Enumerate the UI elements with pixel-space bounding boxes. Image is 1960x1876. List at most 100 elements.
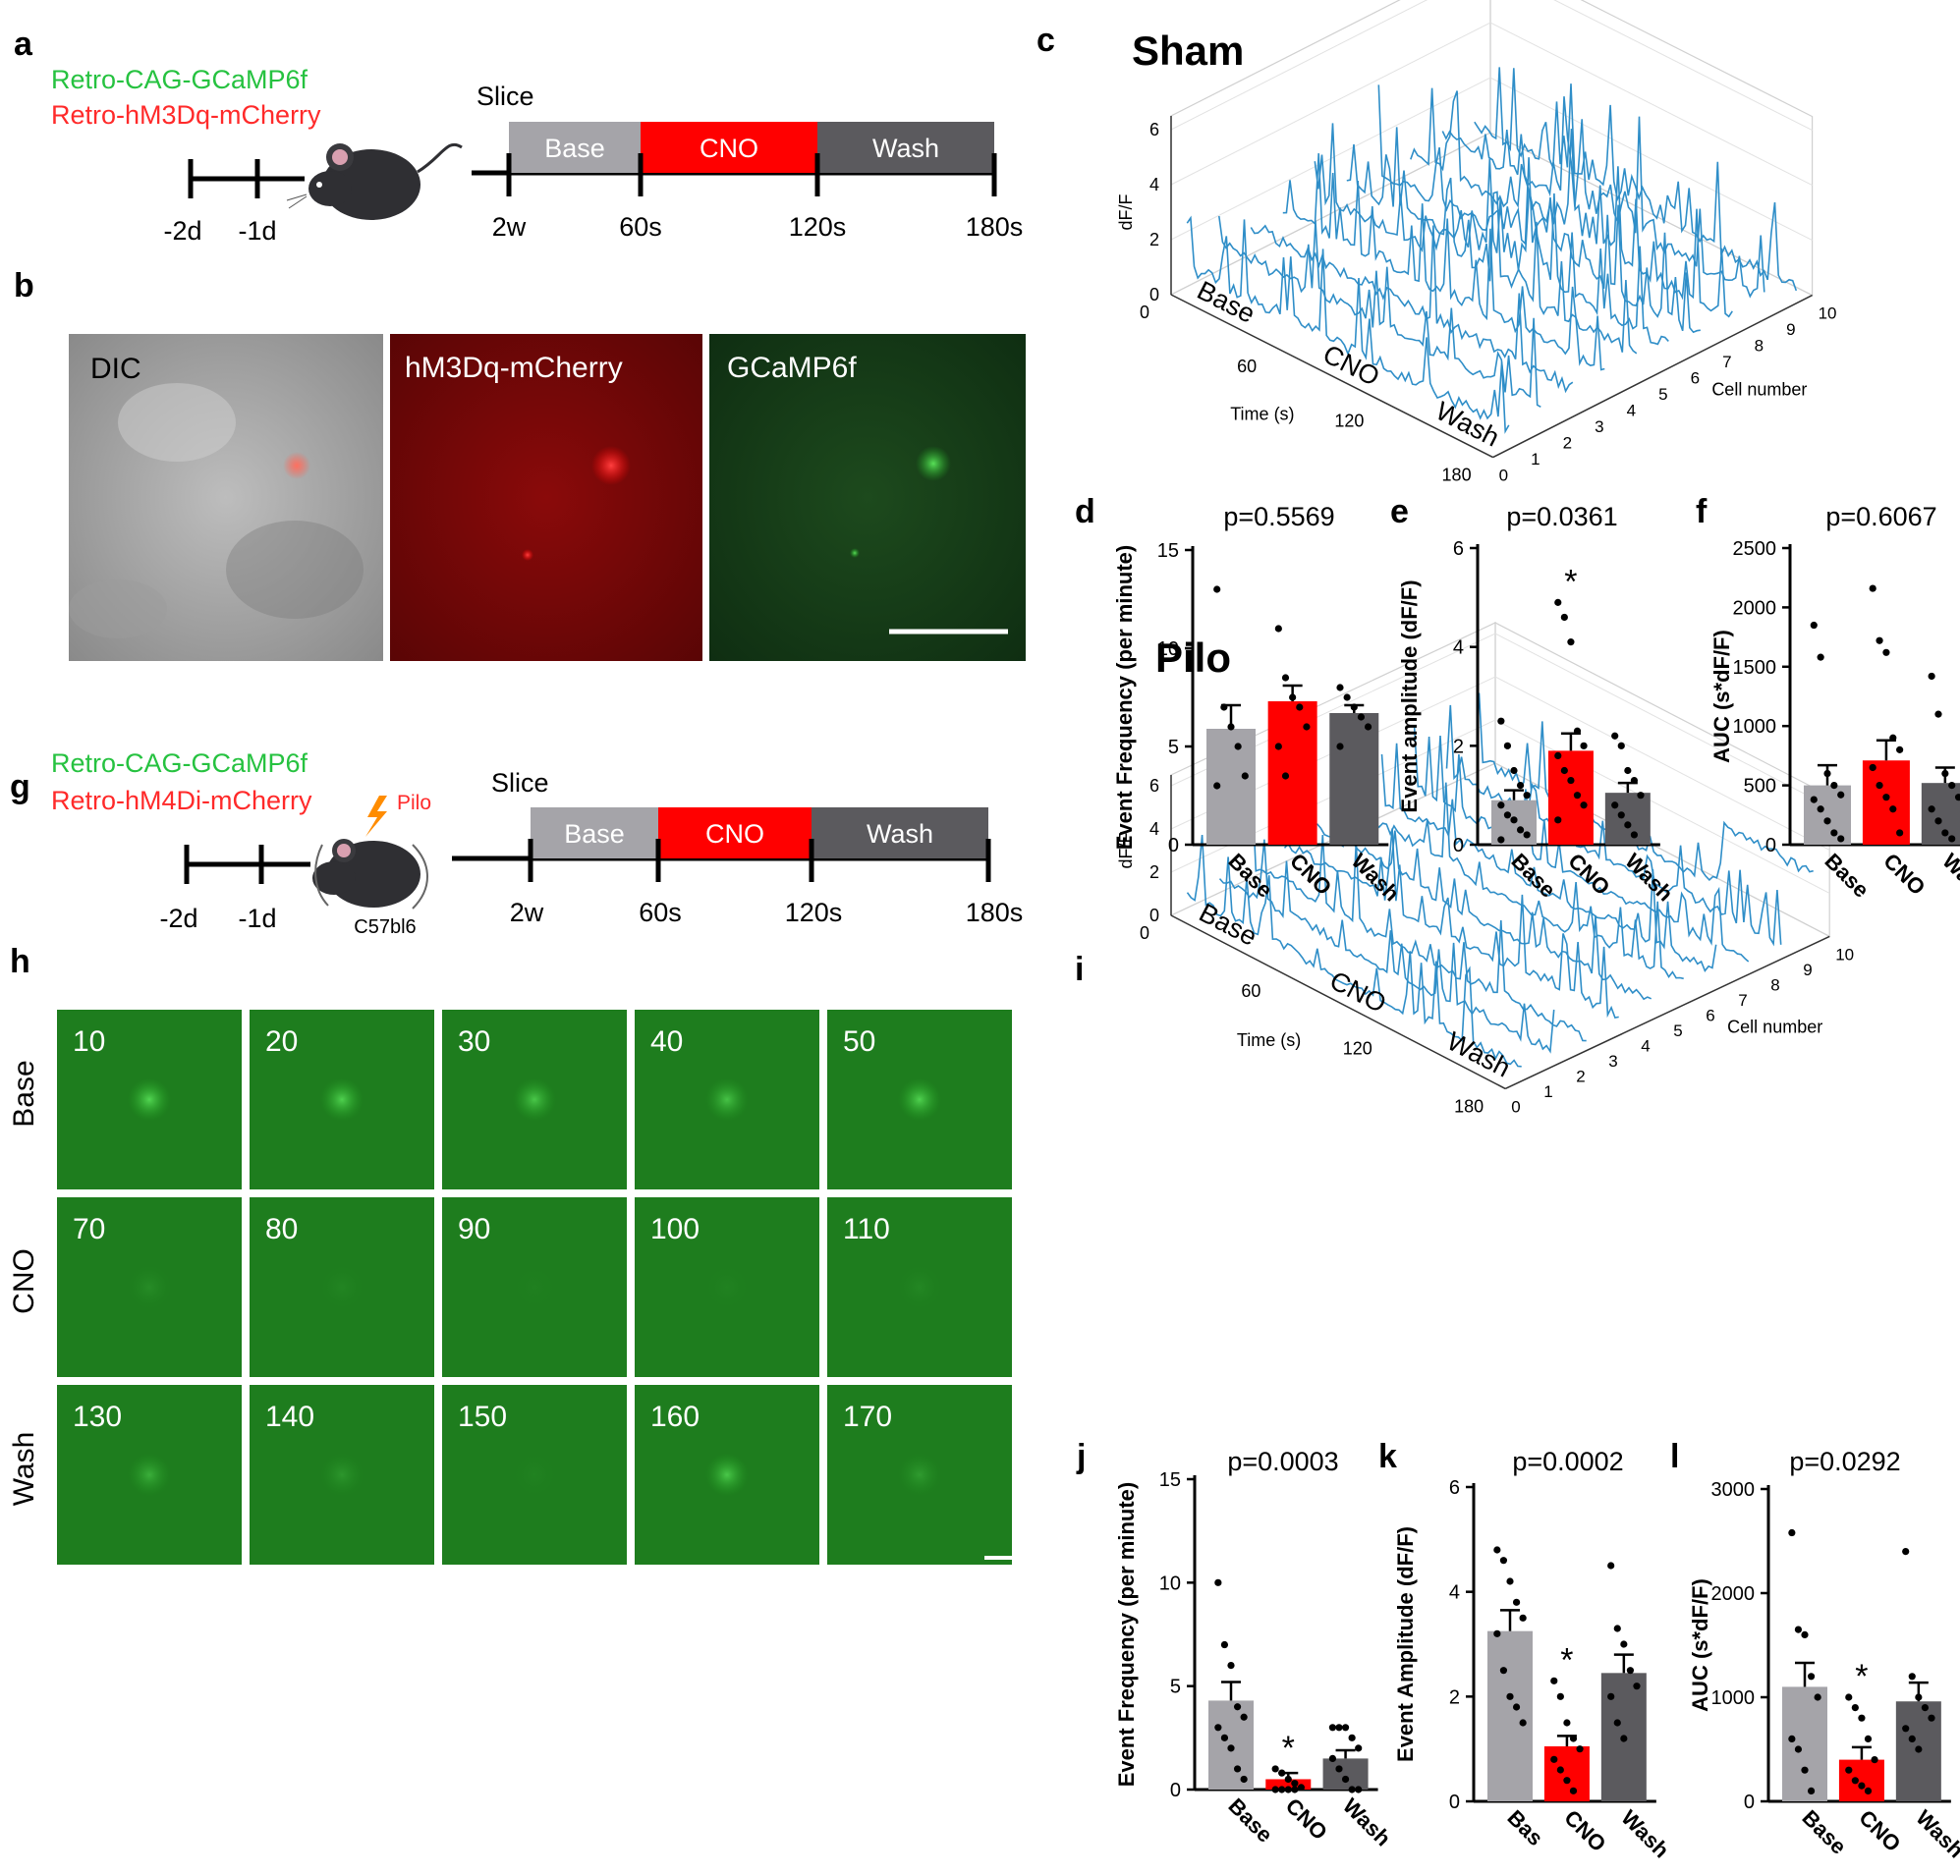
data-point — [1617, 811, 1625, 819]
bar — [1265, 1779, 1312, 1790]
data-point — [1954, 794, 1960, 801]
data-point — [1810, 796, 1818, 803]
phase-label: Base — [1193, 275, 1260, 329]
cell-spot — [320, 1077, 364, 1122]
bar — [1838, 1759, 1884, 1801]
micrograph-mcherry — [390, 334, 702, 661]
data-point — [1510, 766, 1518, 775]
micrograph-label-dic: DIC — [90, 353, 141, 385]
data-point — [1830, 782, 1838, 790]
bar — [1267, 701, 1317, 845]
significance-star: * — [1282, 1730, 1295, 1767]
y-tick-label: 5 — [1170, 1677, 1181, 1698]
y-tick-label: 0 — [1168, 835, 1179, 856]
data-point — [1341, 1724, 1350, 1732]
data-point — [1341, 1775, 1350, 1784]
data-point — [1941, 829, 1949, 837]
z-tick: 4 — [1149, 175, 1159, 194]
segment-cno-a — [641, 122, 817, 173]
y-tick-label: 10 — [1159, 1573, 1181, 1594]
cell-trace — [1377, 84, 1701, 334]
data-point — [1837, 791, 1845, 799]
y-tick: 6 — [1706, 1006, 1714, 1024]
cell-overlay-marker — [283, 452, 310, 479]
p-value-label: p=0.0361 — [1506, 502, 1617, 531]
y-tick-label: 15 — [1159, 1469, 1181, 1491]
data-point — [1567, 638, 1575, 646]
data-point — [1274, 743, 1282, 750]
data-point — [1328, 1724, 1337, 1732]
data-point — [1908, 1735, 1916, 1742]
data-point — [1234, 743, 1242, 750]
data-point — [1497, 801, 1505, 809]
y-tick-label: 1000 — [1733, 716, 1777, 738]
data-point — [1573, 792, 1582, 800]
panel-label-d: d — [1075, 493, 1095, 530]
bar — [1604, 793, 1651, 845]
data-point — [1633, 1683, 1641, 1690]
data-point — [1617, 742, 1625, 749]
data-point — [1220, 703, 1228, 711]
y-tick: 2 — [1576, 1067, 1585, 1085]
data-point — [1580, 801, 1588, 809]
data-point — [1335, 1765, 1343, 1773]
y-axis-label: AUC (s*dF/F) — [1709, 630, 1734, 763]
significance-star: * — [1564, 563, 1577, 600]
z-tick: 2 — [1149, 230, 1159, 249]
data-point — [1281, 772, 1290, 780]
data-point — [1858, 1782, 1866, 1790]
cell-trace — [1349, 782, 1684, 980]
data-point — [1830, 829, 1838, 837]
data-point — [1807, 1673, 1816, 1681]
category-label: CNO — [1285, 849, 1336, 900]
x-axis-label: Time (s) — [1230, 404, 1294, 423]
y-tick-label: 6 — [1453, 538, 1464, 560]
bar — [1543, 1746, 1590, 1801]
panel-label-l: l — [1670, 1438, 1679, 1475]
data-point — [1573, 727, 1582, 735]
data-point — [1493, 1546, 1501, 1554]
phase-label: Base — [1195, 898, 1261, 952]
category-label: Wash — [1620, 849, 1678, 907]
y-tick: 7 — [1738, 991, 1747, 1010]
virus-label-hm4di: Retro-hM4Di-mCherry — [51, 786, 312, 815]
data-point — [1613, 1625, 1621, 1632]
virus-label-gcamp: Retro-CAG-GCaMP6f — [51, 65, 308, 94]
data-point — [1864, 1735, 1873, 1742]
frame-time-label: 50 — [843, 1025, 875, 1058]
data-point — [1817, 805, 1824, 813]
tick-label: 180s — [966, 212, 1024, 242]
cell-trace — [1218, 215, 1541, 408]
y-tick: 1 — [1543, 1082, 1552, 1101]
y-tick-label: 6 — [1449, 1477, 1460, 1499]
data-point — [1343, 693, 1351, 701]
micrograph-label-gcamp: GCaMP6f — [727, 352, 857, 384]
data-point — [1869, 584, 1876, 592]
frame-time-label: 140 — [265, 1401, 314, 1433]
data-point — [1902, 1548, 1910, 1556]
strain-label: C57bl6 — [354, 916, 416, 938]
data-point — [1928, 805, 1935, 813]
data-point — [1611, 801, 1619, 809]
y-tick: 7 — [1722, 353, 1731, 371]
data-point — [1580, 742, 1588, 749]
y-tick-label: 4 — [1453, 637, 1464, 659]
y-tick-label: 0 — [1744, 1792, 1755, 1813]
y-axis-label: Event Frequency (per minute) — [1114, 1482, 1139, 1788]
category-label: Bas — [1502, 1805, 1547, 1850]
frame-time-label: 150 — [458, 1401, 507, 1433]
row-label: CNO — [8, 1248, 40, 1314]
p-value-label: p=0.0003 — [1227, 1447, 1338, 1476]
micrographs-b: DIC hM3Dq-mCherry GCaMP6f — [69, 334, 1026, 661]
data-point — [1227, 723, 1235, 731]
data-point — [1915, 1745, 1923, 1753]
y-tick: 4 — [1627, 402, 1636, 420]
panel-label-e: e — [1390, 493, 1409, 530]
data-point — [1882, 648, 1890, 656]
timeline-g: Retro-CAG-GCaMP6f Retro-hM4Di-mCherry Pi… — [51, 748, 1023, 938]
